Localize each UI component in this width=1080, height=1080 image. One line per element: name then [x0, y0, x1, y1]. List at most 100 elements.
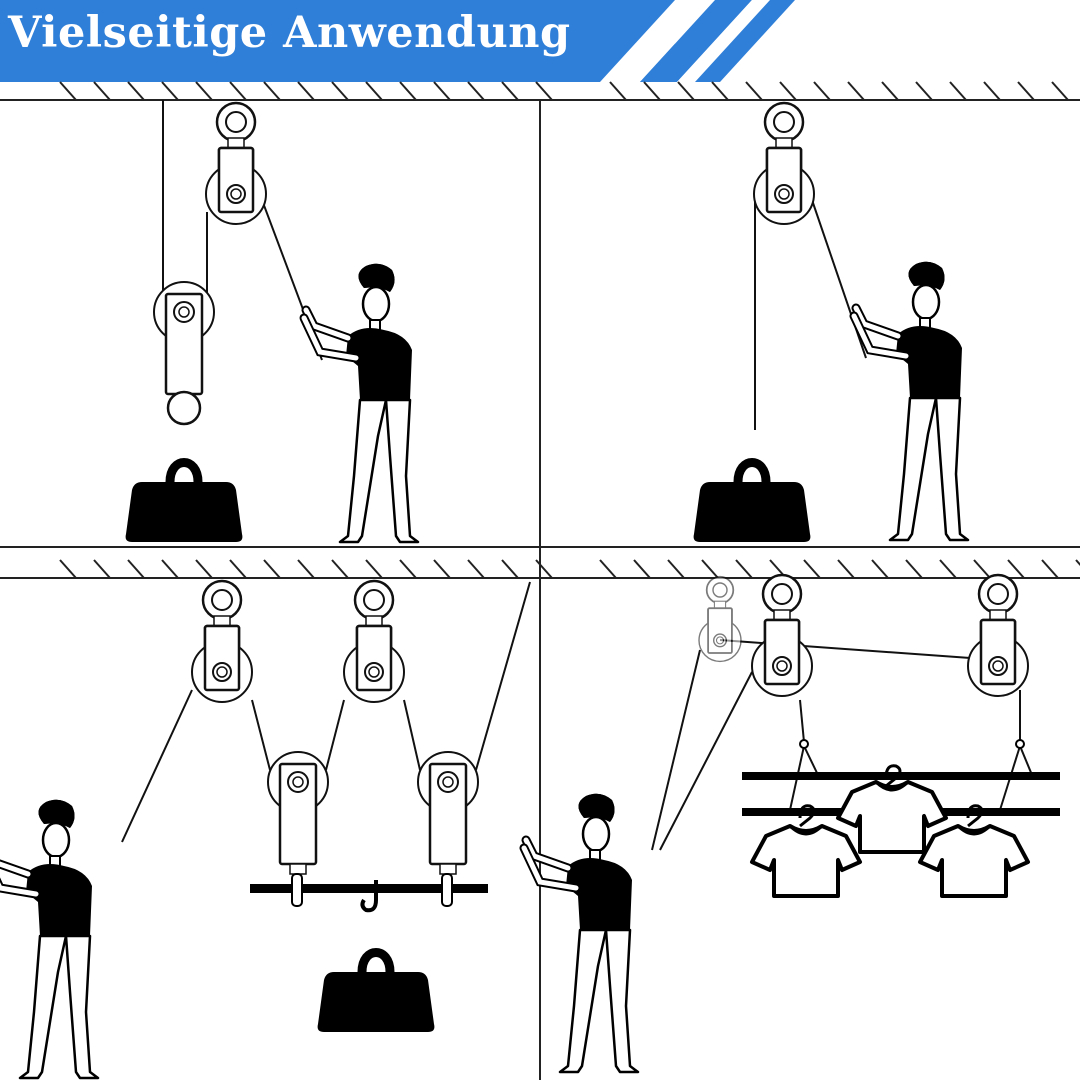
hatch-mark: [847, 81, 865, 101]
hatch-mark: [161, 81, 179, 101]
hatch-mark: [1051, 81, 1069, 101]
panel-pulley-system-raising-clothes-rack: [524, 573, 1060, 1072]
person-icon: [0, 800, 98, 1078]
hatch-mark: [871, 559, 889, 579]
hatch-mark: [229, 559, 247, 579]
pulley-icon: [750, 573, 814, 698]
hatch-mark: [1017, 81, 1035, 101]
hatch-mark: [915, 81, 933, 101]
hatch-mark: [93, 559, 111, 579]
pulley-icon: [966, 573, 1030, 698]
hatch-mark: [983, 81, 1001, 101]
hatch-mark: [939, 559, 957, 579]
hatch-mark: [127, 81, 145, 101]
ring: [166, 390, 202, 426]
hatch-mark: [331, 81, 349, 101]
hatch-mark: [229, 81, 247, 101]
hatch-mark: [599, 559, 617, 579]
pulley-icon: [204, 101, 268, 226]
rope: [799, 699, 805, 743]
hatch-mark: [905, 559, 923, 579]
t-shirt-icon: [918, 824, 1030, 898]
page-title: Vielseitige Anwendung: [8, 8, 571, 58]
weight-icon: [318, 953, 435, 1033]
hatch-mark: [677, 81, 695, 101]
hatch-mark: [263, 559, 281, 579]
ceiling-hatch: [59, 81, 1080, 579]
pulley-icon: [266, 750, 330, 876]
hatch-mark: [501, 559, 519, 579]
bar-pin: [291, 873, 303, 907]
hatch-mark: [297, 81, 315, 101]
rope: [475, 581, 531, 771]
panel-multi-block-lifting-bar-with-weight: [0, 579, 531, 1078]
hatch-mark: [365, 559, 383, 579]
hatch-mark: [195, 81, 213, 101]
panel-single-block-lifting-weight: [126, 100, 418, 542]
hatch-mark: [535, 559, 553, 579]
hatch-mark: [633, 559, 651, 579]
hatch-mark: [297, 559, 315, 579]
hatch-mark: [711, 81, 729, 101]
hatch-mark: [1041, 559, 1059, 579]
hatch-mark: [365, 81, 383, 101]
pulley-icon: [152, 280, 216, 406]
hatch-mark: [59, 559, 77, 579]
rope: [325, 699, 345, 771]
t-shirt-icon: [750, 824, 862, 898]
lifting-bar: [250, 884, 488, 893]
rope: [651, 649, 701, 851]
hatch-mark: [667, 559, 685, 579]
panel-grid: [0, 99, 1080, 1080]
person-icon: [854, 262, 968, 540]
hatch-mark: [803, 559, 821, 579]
rope: [803, 745, 819, 776]
hatch-mark: [1007, 559, 1025, 579]
hatch-mark: [433, 559, 451, 579]
panel-single-pulley-lifting-weight: [694, 101, 968, 543]
rope: [659, 671, 753, 851]
clothes-rail: [742, 772, 1060, 780]
hatch-mark: [837, 559, 855, 579]
bar-pin: [441, 873, 453, 907]
pulley-icon: [190, 579, 254, 704]
hatch-mark: [745, 81, 763, 101]
rope: [121, 689, 193, 843]
hatch-mark: [735, 559, 753, 579]
hatch-mark: [195, 559, 213, 579]
pulley-icon: [342, 579, 406, 704]
hatch-mark: [973, 559, 991, 579]
rope: [1019, 745, 1033, 776]
person-icon: [524, 794, 638, 1072]
hatch-mark: [467, 81, 485, 101]
hatch-mark: [779, 81, 797, 101]
hatch-mark: [643, 81, 661, 101]
hatch-mark: [949, 81, 967, 101]
hatch-mark: [535, 81, 553, 101]
rope: [403, 699, 421, 771]
person-icon: [304, 264, 418, 542]
rope: [251, 699, 271, 771]
hatch-mark: [701, 559, 719, 579]
hatch-mark: [1075, 559, 1080, 567]
hatch-mark: [399, 559, 417, 579]
header-banner: [0, 0, 795, 82]
hatch-mark: [433, 81, 451, 101]
hatch-mark: [881, 81, 899, 101]
pulley-icon: [752, 101, 816, 226]
hatch-mark: [399, 81, 417, 101]
hatch-mark: [331, 559, 349, 579]
weight-icon: [126, 463, 243, 543]
pulley-icon: [698, 575, 742, 663]
hatch-mark: [609, 81, 627, 101]
hatch-mark: [813, 81, 831, 101]
weight-icon: [694, 463, 811, 543]
hatch-mark: [93, 81, 111, 101]
hook-icon: [360, 880, 378, 913]
hatch-mark: [263, 81, 281, 101]
hatch-mark: [501, 81, 519, 101]
hatch-mark: [467, 559, 485, 579]
hatch-mark: [161, 559, 179, 579]
